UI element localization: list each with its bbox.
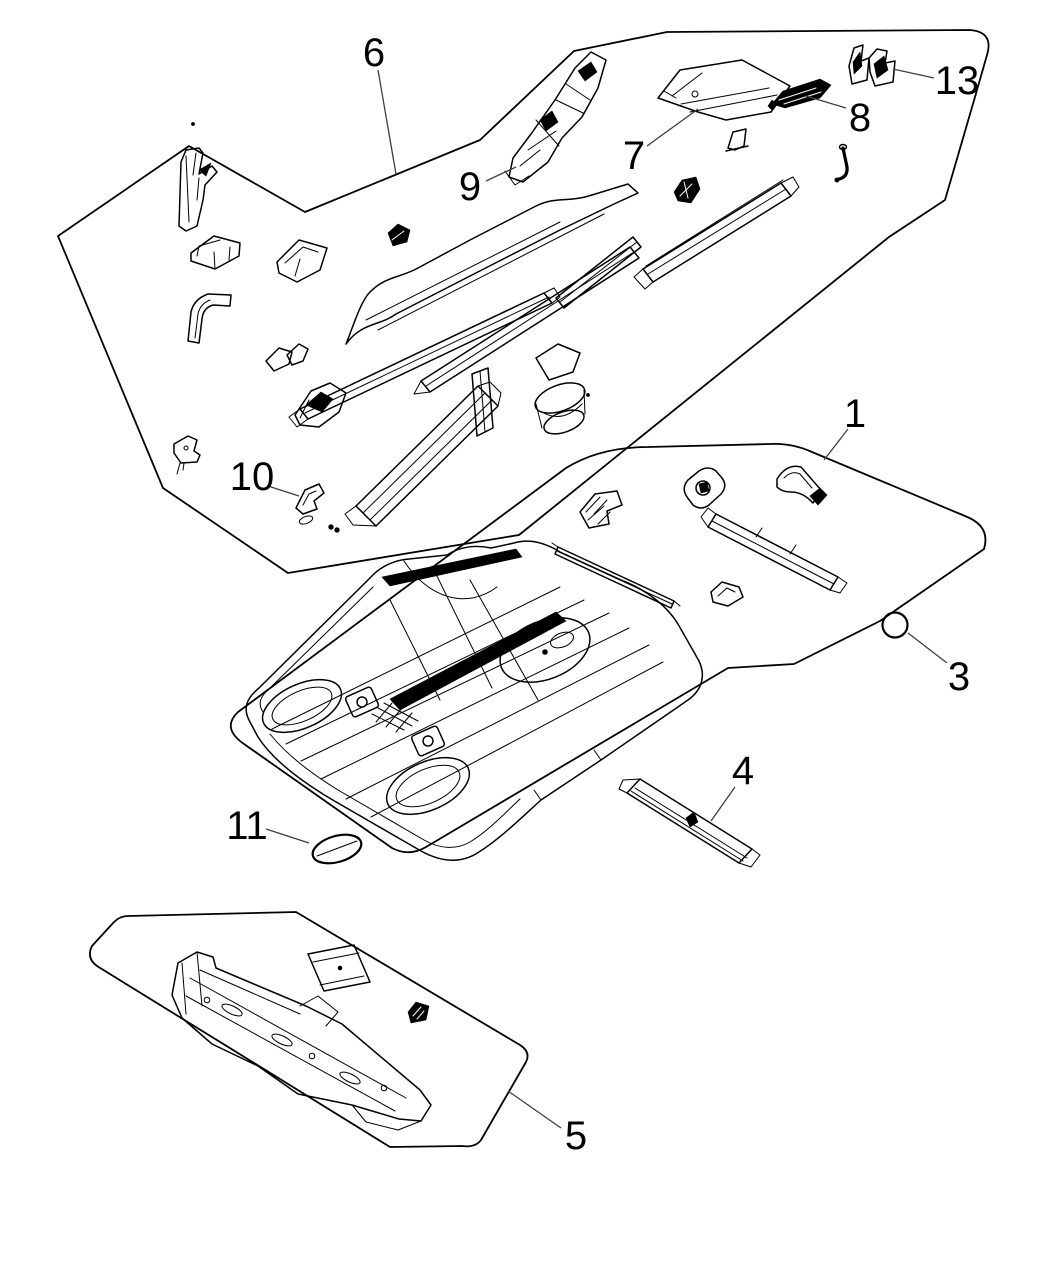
callout-4: 4 — [710, 749, 754, 822]
group-6-parts — [173, 44, 896, 533]
callout-label-3: 3 — [948, 655, 970, 699]
callout-label-10: 10 — [230, 455, 275, 499]
part-frame-rail — [633, 176, 800, 290]
part-small-clip — [710, 581, 744, 607]
part-shield-panel-7 — [657, 59, 791, 121]
callout-leader-13 — [892, 68, 935, 79]
part-dark-clip-5 — [407, 1001, 430, 1024]
callout-label-1: 1 — [844, 392, 866, 436]
part-center-rail — [288, 287, 561, 428]
callout-13: 13 — [892, 59, 980, 103]
part-rear-crossmember-5 — [171, 951, 432, 1131]
callout-leader-8 — [805, 95, 847, 109]
part-floor-pan — [245, 540, 704, 861]
callout-11: 11 — [226, 804, 310, 848]
part-sill-rail — [700, 507, 848, 594]
group-6-outline — [57, 29, 990, 574]
part-plug-11 — [311, 833, 363, 865]
part-rear-rail-short — [555, 236, 642, 309]
callout-label-4: 4 — [732, 749, 754, 793]
part-small-bracket-left — [173, 435, 201, 475]
callout-leader-3 — [907, 632, 948, 664]
callout-leader-7 — [646, 108, 699, 147]
part-clip-cluster — [673, 176, 701, 204]
callout-leader-10 — [267, 485, 300, 497]
callout-5: 5 — [507, 1090, 587, 1158]
callout-label-7: 7 — [623, 134, 645, 178]
group-1-outline — [229, 443, 987, 854]
loose-parts — [311, 611, 909, 868]
part-box-bracket — [190, 235, 241, 270]
part-curved-hook — [776, 465, 828, 506]
part-right-rail — [413, 246, 640, 395]
part-seat-bracket — [579, 490, 623, 529]
part-mount-cylinder — [534, 343, 586, 435]
part-sill-strip-8 — [767, 78, 832, 111]
callout-label-5: 5 — [565, 1114, 587, 1158]
callout-label-6: 6 — [363, 31, 385, 75]
group-5-parts — [171, 944, 432, 1131]
part-curved-bracket — [187, 293, 232, 344]
part-bracket-under-7 — [725, 128, 749, 152]
callout-leader-9 — [485, 166, 517, 182]
group-outlines — [57, 29, 990, 1148]
callout-label-9: 9 — [459, 165, 481, 209]
callout-10: 10 — [230, 455, 300, 499]
callout-leader-4 — [710, 786, 736, 822]
part-tunnel-panel — [345, 183, 639, 345]
callout-leader-5 — [507, 1090, 562, 1129]
callout-7: 7 — [623, 108, 699, 178]
part-angled-bracket — [276, 239, 328, 283]
callout-1: 1 — [823, 392, 866, 461]
part-thin-crossbar — [551, 542, 681, 609]
part-dark-wedge — [387, 223, 411, 247]
callout-3: 3 — [907, 632, 970, 699]
part-grommet-3 — [881, 611, 909, 639]
callout-label-13: 13 — [935, 59, 980, 103]
part-strip-bar — [307, 944, 371, 992]
part-brackets-13 — [848, 44, 896, 87]
callout-9: 9 — [459, 165, 517, 209]
callout-8: 8 — [805, 95, 871, 140]
callout-leader-1 — [823, 428, 849, 461]
callout-label-8: 8 — [849, 96, 871, 140]
part-pillar-bracket-left — [178, 147, 218, 232]
part-grommet-plate — [683, 467, 726, 509]
part-rail-4 — [618, 778, 761, 868]
group-5-outline — [88, 911, 529, 1148]
callout-leader-11 — [265, 828, 310, 844]
dot-speck — [191, 122, 195, 126]
part-pillar-reinforcement-9 — [504, 51, 607, 186]
part-crossmember-beam — [344, 381, 502, 527]
group-1-parts — [245, 393, 848, 861]
part-bracket-10-target — [295, 483, 340, 533]
dot-speck-2 — [586, 393, 590, 397]
part-vertical-strut — [471, 367, 494, 437]
callout-leader-6 — [377, 69, 397, 175]
callout-6: 6 — [363, 31, 397, 175]
part-l-hook — [834, 143, 849, 183]
callout-label-11: 11 — [226, 804, 268, 848]
part-clip-pair — [265, 343, 309, 372]
